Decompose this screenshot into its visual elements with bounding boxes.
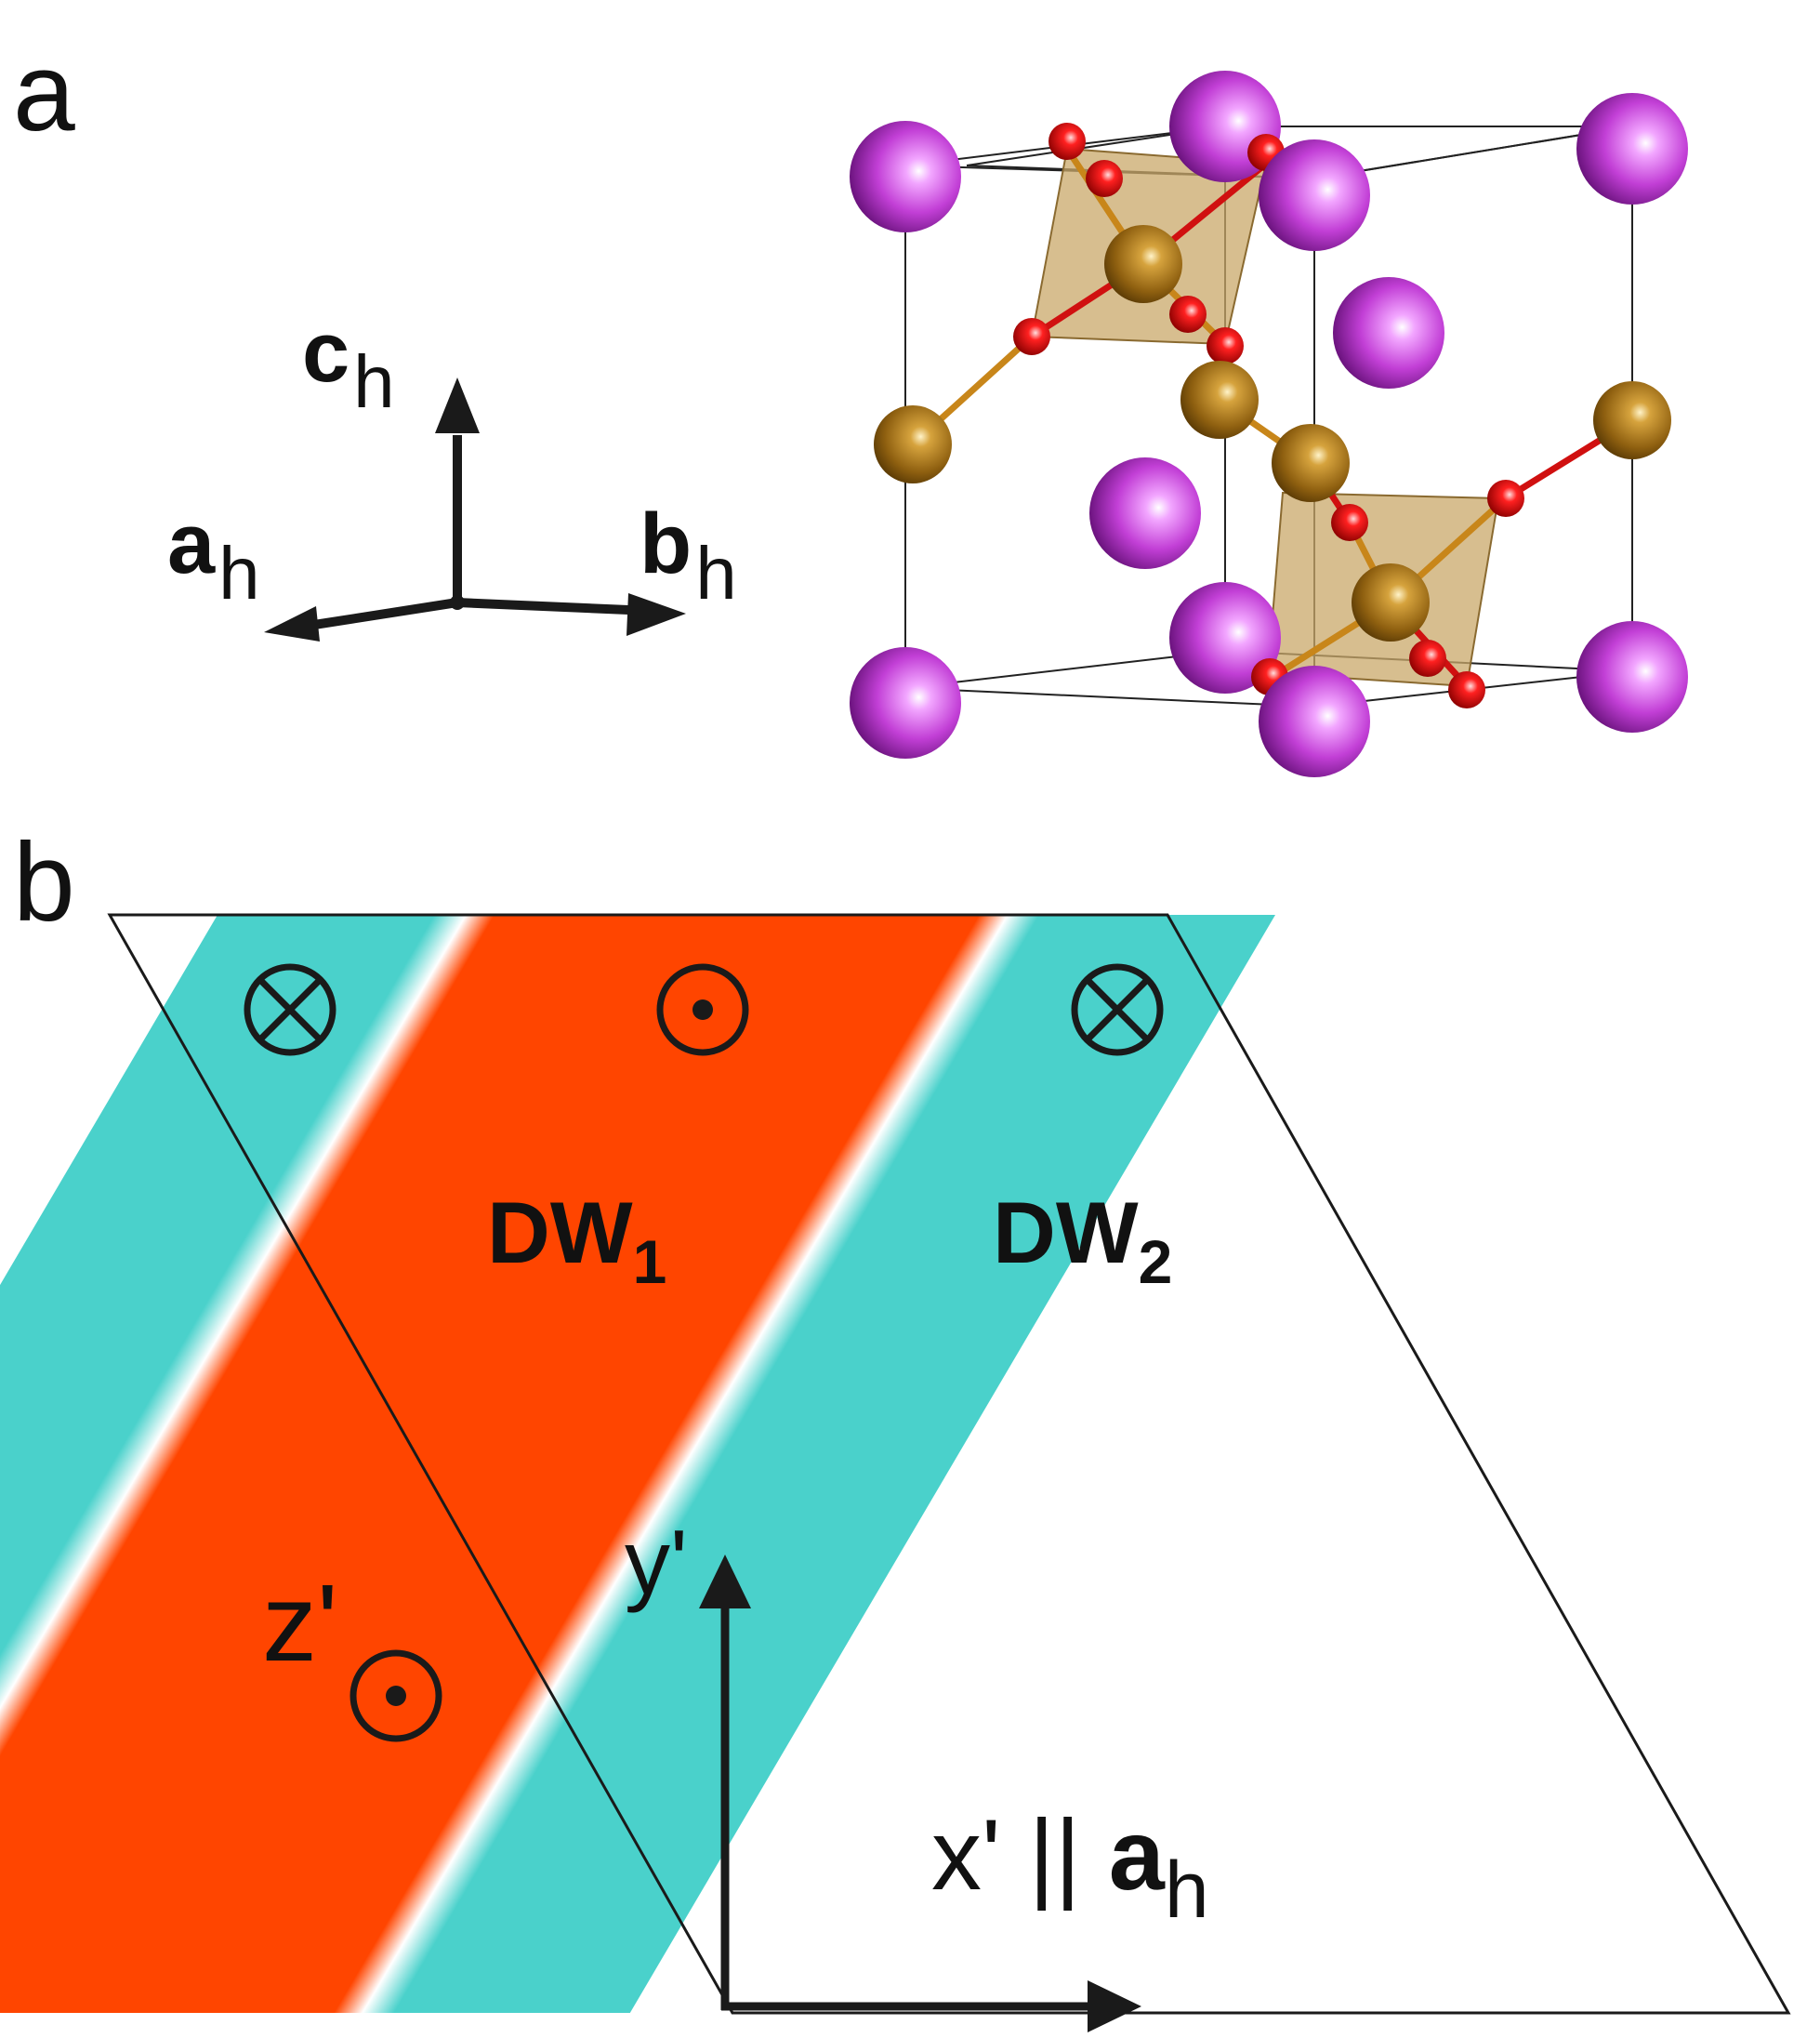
local-axes	[699, 1555, 1141, 2032]
out-of-page-icon	[656, 963, 749, 1056]
crystal-axes-triad: ch ah bh	[167, 305, 737, 642]
oxygen-atom	[1331, 504, 1368, 541]
domain-stripes	[0, 915, 1276, 2013]
oxygen-atom	[1207, 327, 1244, 364]
cation-atom	[1333, 277, 1444, 389]
oxygen-atom	[1409, 640, 1446, 677]
crystal-structure	[850, 71, 1688, 777]
y-axis-arrowhead	[699, 1555, 751, 1608]
x-axis-arrowhead	[1088, 1980, 1141, 2032]
cation-atom	[850, 647, 961, 759]
c-axis-label: ch	[302, 305, 395, 423]
b-axis-label: bh	[640, 496, 737, 615]
into-page-icon	[244, 963, 336, 1056]
b-axis-arrowhead	[626, 593, 686, 636]
cation-atom	[1259, 666, 1370, 777]
a-axis-arrowhead	[264, 606, 320, 642]
oxygen-atom	[1487, 480, 1524, 517]
b-site-atom	[1352, 563, 1430, 642]
domain-structure	[0, 913, 1791, 2015]
cation-atom	[1169, 582, 1281, 694]
into-page-icon	[1071, 963, 1164, 1056]
panel-label-a: a	[13, 30, 75, 154]
b-site-atom	[1104, 225, 1182, 303]
cation-atom	[1576, 621, 1688, 733]
b-site-atom	[1180, 361, 1259, 439]
x-axis-label: x' || ah	[931, 1798, 1209, 1935]
domain-wall-1-label: DW1	[487, 1184, 666, 1296]
domain-outline	[107, 913, 1791, 2015]
cation-atom	[850, 121, 961, 232]
y-axis-label: y'	[625, 1511, 688, 1613]
oxygen-atom	[1086, 160, 1123, 197]
b-site-atom	[874, 405, 952, 483]
oxygen-atom	[1048, 123, 1086, 160]
domain-wall-2-label: DW2	[993, 1184, 1172, 1296]
cation-atom	[1089, 457, 1201, 569]
b-axis-arrow	[456, 598, 629, 615]
a-axis-arrow	[313, 598, 458, 629]
cation-atom	[1576, 93, 1688, 205]
oxygen-atom	[1448, 671, 1485, 708]
b-site-atom	[1272, 424, 1350, 502]
panel-label-b: b	[13, 820, 75, 945]
z-axis-out-of-page-icon	[349, 1649, 442, 1742]
b-site-atom	[1593, 381, 1671, 459]
c-axis-arrowhead	[435, 377, 480, 433]
oxygen-atom	[1013, 318, 1050, 355]
oxygen-atom	[1169, 296, 1207, 333]
cation-atom	[1259, 139, 1370, 251]
a-axis-label: ah	[167, 496, 260, 615]
z-axis-label: z'	[262, 1562, 338, 1685]
